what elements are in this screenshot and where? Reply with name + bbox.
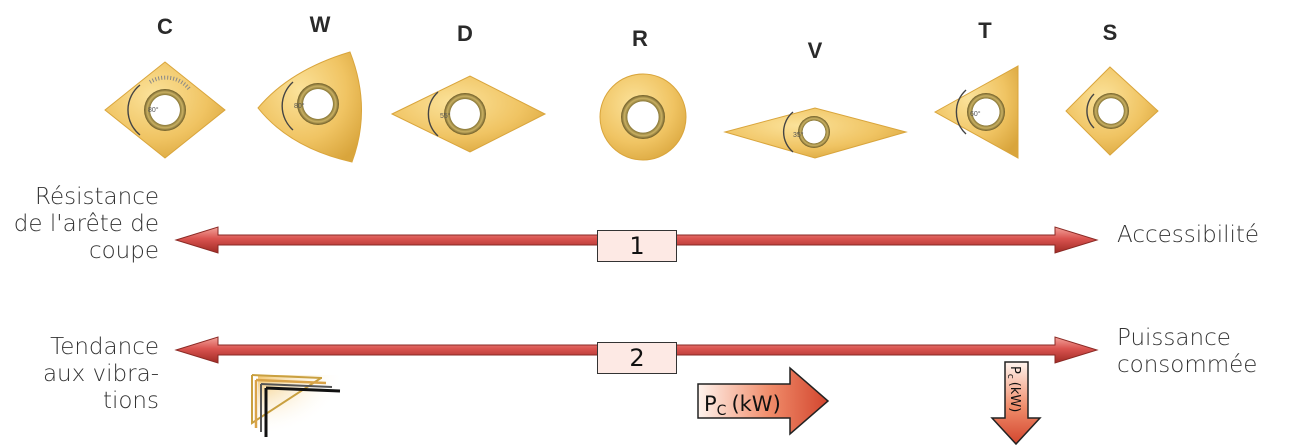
insert-s-shape [1065, 66, 1159, 156]
power-arrow-vertical: Pc (kW) [990, 361, 1042, 446]
insert-letter-r: R [632, 26, 648, 51]
scale-1-left-line-1: Résistance [35, 184, 159, 210]
angle-label-d: 55° [440, 112, 451, 120]
pc-sub-h: C [717, 403, 727, 419]
scale-2-right-line-2: consommée [1117, 352, 1258, 378]
scale-2-number: 2 [597, 342, 677, 374]
pc-main-h: P [704, 392, 717, 416]
insert-v-shape: 35° [723, 107, 908, 159]
angle-label-v: 35° [793, 131, 804, 139]
scale-2-left-line-1: Tendance [50, 334, 159, 360]
insert-letter-d: D [457, 21, 473, 46]
svg-text:PC(kW): PC(kW) [704, 392, 781, 419]
scale-1-number: 1 [597, 230, 677, 262]
power-arrow-horizontal: PC(kW) [697, 366, 830, 436]
svg-text:Pc(kW): Pc (kW) [1005, 366, 1022, 412]
vibration-icon [251, 374, 343, 437]
insert-letter-s: S [1102, 20, 1118, 45]
angle-label-w: 80° [294, 102, 305, 110]
scale-2-right-line-1: Puissance [1117, 325, 1231, 351]
pc-unit-h: (kW) [731, 392, 780, 416]
pc-unit-v: (kW) [1007, 382, 1022, 413]
scale-2-right-label: Puissance consommée [1117, 325, 1257, 379]
scale-1-right-label: Accessibilité [1117, 222, 1259, 249]
scale-2-left-label: Tendance aux vibra- tions [0, 334, 159, 415]
insert-letter-c: C [157, 14, 173, 39]
scale-1-left-label: Résistance de l'arête de coupe [0, 184, 159, 265]
scale-2-left-line-2: aux vibra- [42, 361, 159, 387]
insert-letter-w: W [309, 12, 331, 37]
scale-1-left-line-3: coupe [88, 238, 159, 264]
pc-sub-v: c [1005, 374, 1015, 379]
angle-label-t: 60° [970, 110, 981, 118]
insert-w-shape: 80° [257, 51, 363, 163]
pc-main-v: P [1007, 366, 1022, 374]
insert-letter-v: V [807, 38, 823, 63]
insert-t-shape: 60° [933, 65, 1019, 159]
scale-2-left-line-3: tions [102, 388, 159, 414]
insert-r-shape [599, 73, 687, 161]
insert-d-shape: 55° [390, 75, 547, 153]
angle-label-c: 80° [148, 106, 159, 114]
scale-1-left-line-2: de l'arête de [13, 211, 159, 237]
insert-letter-t: T [978, 18, 992, 43]
scale-1-right-line-1: Accessibilité [1117, 222, 1260, 248]
insert-c-shape: 80° [104, 61, 226, 159]
